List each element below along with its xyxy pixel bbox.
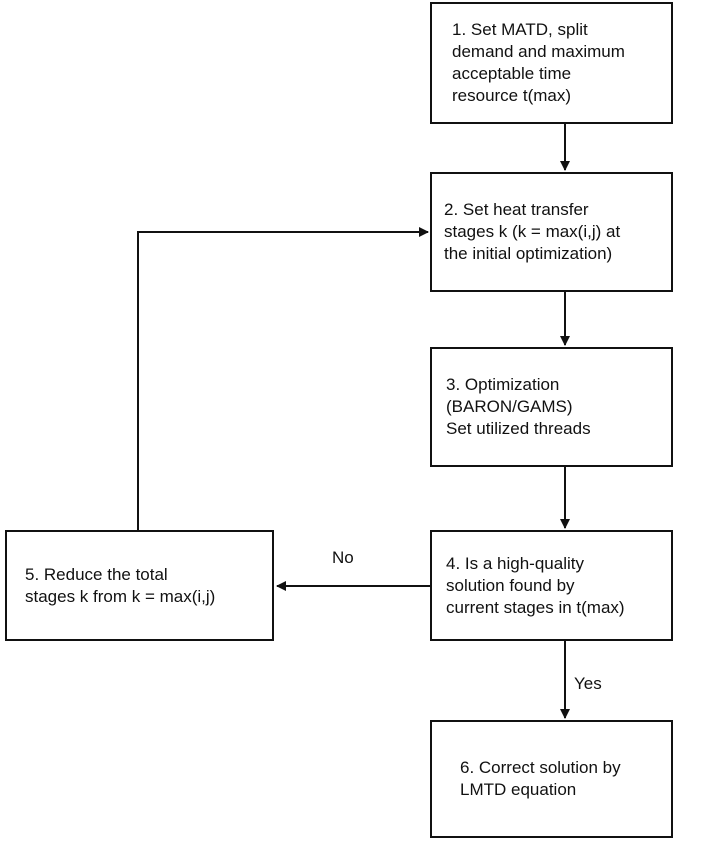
step-3-box: 3. Optimization (BARON/GAMS) Set utilize… — [430, 347, 673, 467]
step-6-box: 6. Correct solution by LMTD equation — [430, 720, 673, 838]
step-3-line-3: Set utilized threads — [446, 419, 591, 438]
edge-label-no: No — [332, 548, 354, 567]
step-2-line-3: the initial optimization) — [444, 244, 613, 263]
step-2-line-1: 2. Set heat transfer — [444, 200, 589, 219]
step-2-line-2: stages k (k = max(i,j) at — [444, 222, 621, 241]
step-6-line-1: 6. Correct solution by — [460, 758, 621, 777]
step-3-line-2: (BARON/GAMS) — [446, 397, 573, 416]
step-5-box: 5. Reduce the total stages k from k = ma… — [5, 530, 274, 641]
step-4-box: 4. Is a high-quality solution found by c… — [430, 530, 673, 641]
step-1-box: 1. Set MATD, split demand and maximum ac… — [430, 2, 673, 124]
arrow-step5-to-step2 — [137, 227, 429, 530]
step-4-line-2: solution found by — [446, 575, 575, 595]
step-1-line-4: resource t(max) — [452, 86, 572, 105]
step-2-box: 2. Set heat transfer stages k (k = max(i… — [430, 172, 673, 292]
step-5-line-2: stages k from k = max(i,j) — [25, 586, 216, 606]
step-1-line-3: acceptable time — [452, 64, 572, 83]
step-1-line-2: demand and maximum — [452, 42, 625, 61]
step-4-line-3: current stages in t(max) — [446, 597, 625, 617]
step-4-line-1: 4. Is a high-quality — [446, 553, 584, 573]
edge-label-yes: Yes — [574, 674, 602, 693]
step-6-line-2: LMTD equation — [460, 780, 577, 799]
step-5-line-1: 5. Reduce the total — [25, 564, 168, 584]
step-1-line-1: 1. Set MATD, split — [452, 20, 588, 39]
step-3-line-1: 3. Optimization — [446, 375, 560, 394]
